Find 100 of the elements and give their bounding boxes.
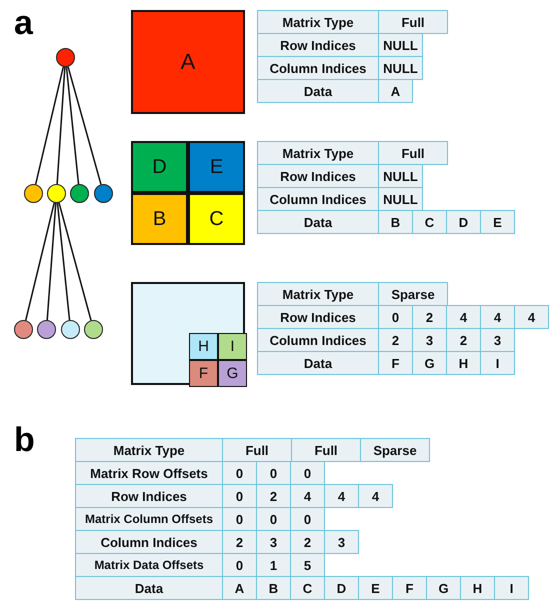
table-cell: E [480, 210, 515, 234]
tree-edge [34, 66, 64, 184]
row-header: Matrix Type [257, 282, 379, 306]
table-cell: Full [378, 141, 448, 165]
table-cell: 0 [290, 461, 325, 485]
table-cell: 4 [324, 484, 359, 508]
tree-node [24, 184, 43, 203]
table-cell: 3 [480, 328, 515, 352]
table-cell: 2 [378, 328, 413, 352]
panel-label: a [14, 6, 33, 40]
table-cell: 4 [446, 305, 481, 329]
panel-label: b [14, 423, 35, 457]
table-cell: 2 [290, 530, 325, 554]
table-cell: Full [291, 438, 361, 462]
table-cell: NULL [378, 56, 423, 80]
matrix-block: I [218, 333, 247, 360]
table-cell: 2 [256, 484, 291, 508]
tree-edge [25, 202, 55, 320]
matrix-block: H [189, 333, 218, 360]
table-cell: NULL [378, 187, 423, 211]
table-cell: I [494, 576, 529, 600]
table-cell: 2 [412, 305, 447, 329]
table-cell: 3 [324, 530, 359, 554]
table-cell: 4 [480, 305, 515, 329]
matrix-block: C [188, 193, 245, 245]
table-cell: Sparse [378, 282, 448, 306]
table-cell: D [446, 210, 481, 234]
table-cell: E [358, 576, 393, 600]
tree-node [37, 320, 56, 339]
tree-edge [67, 66, 102, 185]
row-header: Data [257, 351, 379, 375]
row-header: Row Indices [257, 33, 379, 57]
table-cell: 4 [514, 305, 549, 329]
matrix-block: A [131, 10, 245, 114]
table-cell: 0 [378, 305, 413, 329]
table-cell: NULL [378, 33, 423, 57]
row-header: Matrix Column Offsets [75, 507, 223, 531]
table-cell: C [290, 576, 325, 600]
table-cell: G [412, 351, 447, 375]
table-cell: 4 [358, 484, 393, 508]
table-cell: D [324, 576, 359, 600]
table-cell: 3 [412, 328, 447, 352]
table-cell: 1 [256, 553, 291, 577]
table-cell: A [378, 79, 413, 103]
table-cell: Full [222, 438, 292, 462]
row-header: Matrix Row Offsets [75, 461, 223, 485]
row-header: Column Indices [257, 187, 379, 211]
table-cell: Sparse [360, 438, 430, 462]
table-cell: F [378, 351, 413, 375]
table-cell: H [460, 576, 495, 600]
table-cell: 0 [290, 507, 325, 531]
row-header: Row Indices [257, 164, 379, 188]
row-header: Row Indices [75, 484, 223, 508]
row-header: Matrix Type [257, 141, 379, 165]
table-cell: A [222, 576, 257, 600]
table-cell: G [426, 576, 461, 600]
tree-edge [56, 202, 70, 320]
tree-node [61, 320, 80, 339]
table-cell: 0 [222, 553, 257, 577]
row-header: Column Indices [257, 328, 379, 352]
table-cell: NULL [378, 164, 423, 188]
tree-node [47, 184, 66, 203]
tree-edge [58, 202, 92, 321]
table-cell: 0 [222, 507, 257, 531]
table-cell: 4 [290, 484, 325, 508]
tree-edge [46, 202, 57, 320]
tree-node [56, 48, 75, 67]
tree-node [70, 184, 89, 203]
table-cell: 0 [256, 507, 291, 531]
row-header: Row Indices [257, 305, 379, 329]
row-header: Data [75, 576, 223, 600]
matrix-block: E [188, 141, 245, 193]
table-cell: I [480, 351, 515, 375]
row-header: Matrix Type [257, 10, 379, 34]
sparse-matrix [131, 282, 245, 385]
table-cell: B [256, 576, 291, 600]
tree-node [14, 320, 33, 339]
matrix-block: G [218, 360, 247, 387]
table-cell: 2 [222, 530, 257, 554]
row-header: Column Indices [75, 530, 223, 554]
row-header: Matrix Type [75, 438, 223, 462]
tree-edge [56, 66, 66, 184]
tree-node [84, 320, 103, 339]
table-cell: 0 [222, 461, 257, 485]
tree-edge [66, 66, 80, 184]
row-header: Matrix Data Offsets [75, 553, 223, 577]
row-header: Data [257, 210, 379, 234]
table-cell: 0 [256, 461, 291, 485]
table-cell: B [378, 210, 413, 234]
table-cell: 2 [446, 328, 481, 352]
matrix-block: D [131, 141, 188, 193]
table-cell: 5 [290, 553, 325, 577]
table-cell: 3 [256, 530, 291, 554]
table-cell: Full [378, 10, 448, 34]
table-cell: H [446, 351, 481, 375]
table-cell: F [392, 576, 427, 600]
row-header: Data [257, 79, 379, 103]
matrix-block: F [189, 360, 218, 387]
table-cell: 0 [222, 484, 257, 508]
matrix-block: B [131, 193, 188, 245]
